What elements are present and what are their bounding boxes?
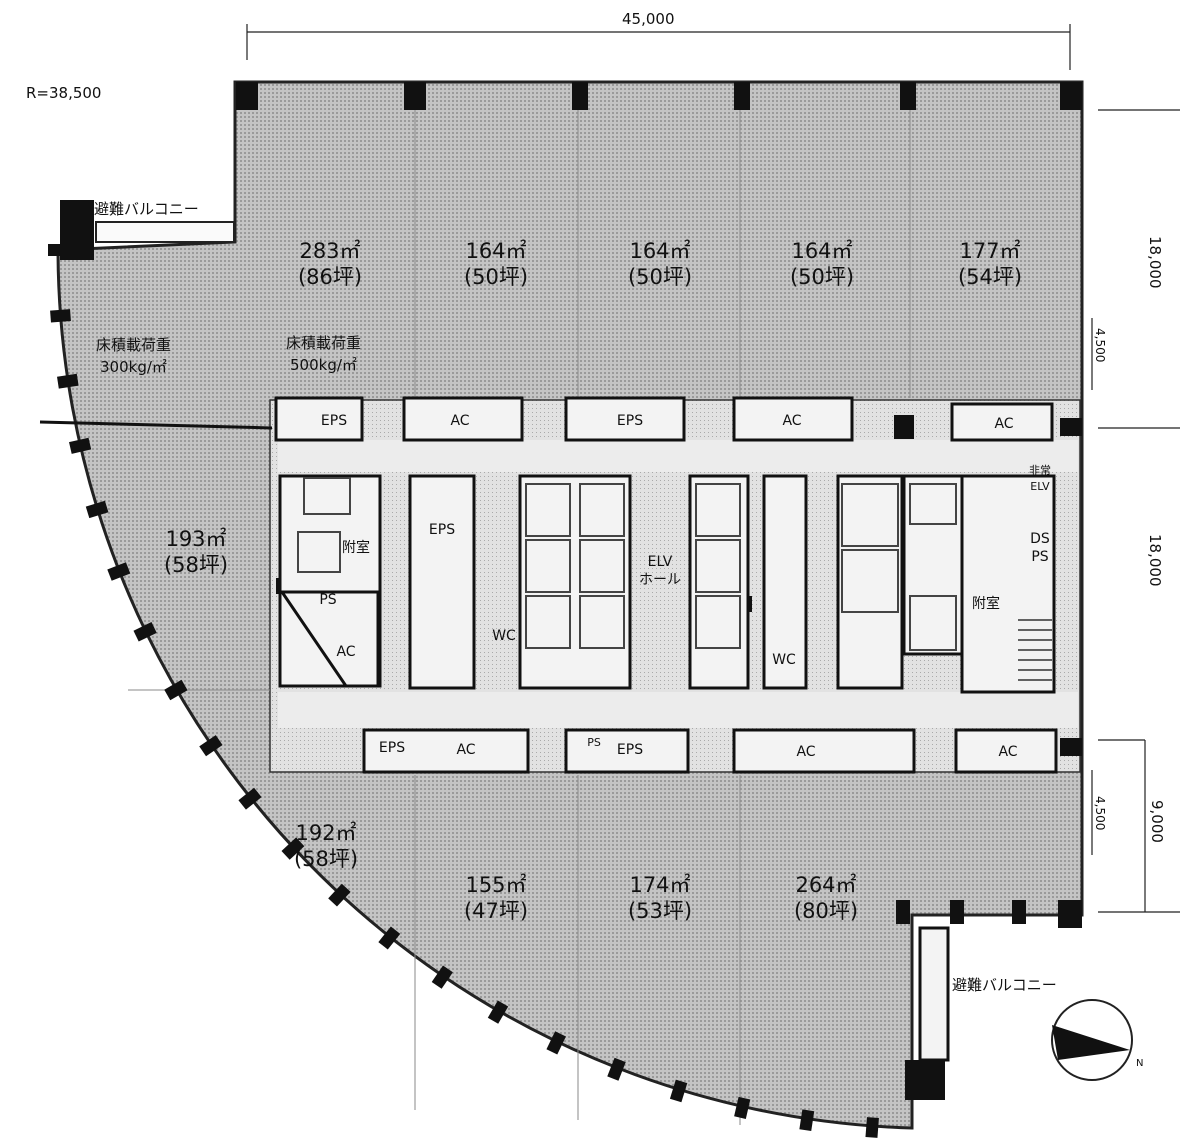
area-sqm: 155㎡ — [465, 873, 526, 897]
area-sqm: 264㎡ — [795, 873, 856, 897]
core-rooms — [274, 396, 1058, 1062]
emergency-elv-label: 非常 — [1029, 464, 1051, 477]
balcony-top-label: 避難バルコニー — [94, 200, 199, 218]
radius-dim: R=38,500 — [26, 84, 101, 102]
ps-label: PS — [587, 736, 601, 749]
area-sqm: 283㎡ — [299, 239, 360, 263]
area-sqm: 177㎡ — [959, 239, 1020, 263]
ac-room-left — [279, 590, 380, 688]
perimeter-column — [133, 622, 157, 642]
perimeter-column — [378, 926, 401, 950]
area-tsubo: (50坪) — [790, 265, 854, 289]
perimeter-column — [199, 735, 223, 757]
gap-lower-dim: 4,500 — [1093, 796, 1107, 830]
corridor-upper — [278, 440, 1078, 472]
load-boundary-line — [39, 420, 273, 430]
perimeter-column — [57, 373, 79, 389]
perimeter-column — [238, 787, 262, 810]
area-tsubo: (47坪) — [464, 899, 528, 923]
area-sqm: 174㎡ — [629, 873, 690, 897]
perimeter-column — [328, 883, 351, 907]
perimeter-column — [734, 1096, 751, 1119]
annex-label: 附室 — [972, 595, 1000, 612]
eps-label: EPS — [429, 522, 455, 538]
svg-text:N: N — [1136, 1058, 1143, 1069]
perimeter-column — [865, 1117, 879, 1138]
area-tsubo: (80坪) — [794, 899, 858, 923]
north-arrow-icon: N — [1051, 999, 1143, 1081]
perimeter-column — [487, 1000, 509, 1024]
perimeter-column — [799, 1109, 815, 1131]
load-heavy-value: 500kg/㎡ — [290, 356, 357, 374]
area-tsubo: (50坪) — [464, 265, 528, 289]
ac-label: AC — [994, 416, 1013, 432]
ac-label: AC — [796, 744, 815, 760]
right-top-dim: 18,000 — [1146, 236, 1164, 289]
ds-ps-label: PS — [1031, 549, 1048, 565]
area-tsubo: (50坪) — [628, 265, 692, 289]
annex-label: 附室 — [342, 539, 370, 556]
ds-label: DS — [1030, 531, 1050, 547]
eps-label: EPS — [321, 413, 347, 429]
perimeter-column — [69, 437, 92, 454]
room-labels: EPS AC EPS AC AC EPS 附室 PS AC WC WC ELV … — [319, 413, 1051, 760]
perimeter-column — [50, 309, 71, 323]
ac-label: AC — [998, 744, 1017, 760]
perimeter-column — [48, 244, 68, 256]
right-mid-dim: 18,000 — [1146, 534, 1164, 587]
balcony-bottom-label: 避難バルコニー — [952, 976, 1057, 994]
area-sqm: 164㎡ — [629, 239, 690, 263]
eps-label: EPS — [617, 742, 643, 758]
area-sqm: 193㎡ — [165, 527, 226, 551]
area-tsubo: (53坪) — [628, 899, 692, 923]
perimeter-columns — [48, 244, 879, 1138]
perimeter-column — [107, 562, 131, 581]
area-tsubo: (86坪) — [298, 265, 362, 289]
gap-upper-dim: 4,500 — [1093, 328, 1107, 362]
wc-label: WC — [492, 628, 516, 644]
elv-hall-label: ELV — [648, 554, 673, 570]
elv-hall-label: ホール — [639, 572, 681, 588]
perimeter-column — [85, 500, 109, 519]
eps-label: EPS — [379, 740, 405, 756]
perimeter-column — [607, 1057, 626, 1081]
balcony-top-rect — [95, 221, 235, 243]
perimeter-column — [164, 679, 188, 701]
elevator-shafts — [297, 477, 957, 651]
corridor-lower — [278, 692, 1078, 728]
area-tsubo: (58坪) — [164, 553, 228, 577]
perimeter-column — [431, 965, 453, 989]
load-heavy-label: 床積載荷重 — [286, 334, 361, 352]
area-sqm: 192㎡ — [295, 821, 356, 845]
ps-label: PS — [319, 592, 336, 608]
load-normal-value: 300kg/㎡ — [100, 358, 167, 376]
area-labels: 283㎡ (86坪) 164㎡ (50坪) 164㎡ (50坪) 164㎡ (5… — [164, 239, 1022, 923]
ac-label: AC — [336, 644, 355, 660]
perimeter-column — [281, 837, 305, 860]
eps-label: EPS — [617, 413, 643, 429]
ac-label: AC — [782, 413, 801, 429]
overall-width-dim: 45,000 — [622, 10, 675, 28]
area-sqm: 164㎡ — [791, 239, 852, 263]
area-tsubo: (54坪) — [958, 265, 1022, 289]
emergency-elv-label: ELV — [1030, 480, 1050, 493]
perimeter-column — [546, 1031, 566, 1055]
dimension-lines — [246, 24, 1180, 913]
right-bottom-dim: 9,000 — [1148, 800, 1166, 843]
ac-label: AC — [456, 742, 475, 758]
area-sqm: 164㎡ — [465, 239, 526, 263]
stair — [1018, 619, 1052, 681]
perimeter-column — [669, 1079, 688, 1103]
load-normal-label: 床積載荷重 — [96, 336, 171, 354]
ac-label: AC — [450, 413, 469, 429]
division-lines — [128, 84, 911, 1125]
area-tsubo: (58坪) — [294, 847, 358, 871]
wc-label: WC — [772, 652, 796, 668]
